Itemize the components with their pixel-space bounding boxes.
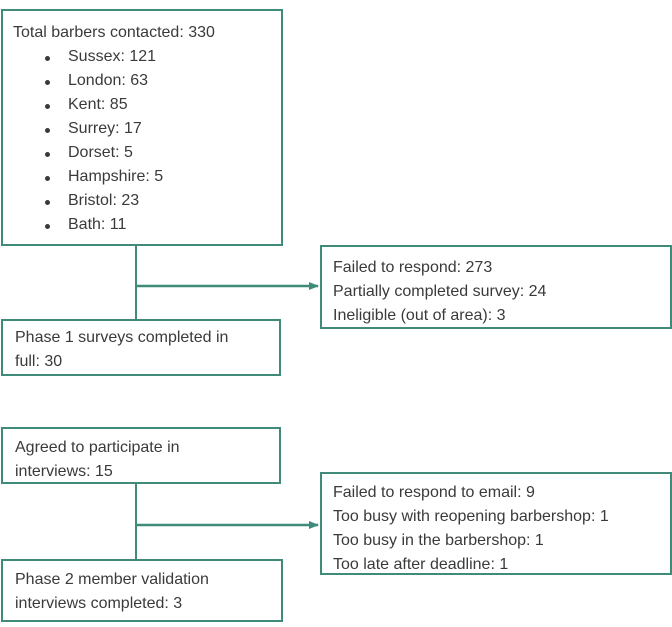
region-item-bath: Bath: 11 [13, 213, 271, 237]
phase2-busy-reopening: Too busy with reopening barbershop: 1 [333, 508, 609, 525]
region-item-hampshire: Hampshire: 5 [13, 165, 271, 189]
region-item-kent: Kent: 85 [13, 93, 271, 117]
phase1-excluded-box: Failed to respond: 273 Partially complet… [320, 245, 672, 329]
phase1-completed-line2: full: 30 [15, 353, 63, 370]
phase2-excluded-box: Failed to respond to email: 9 Too busy w… [320, 472, 672, 575]
region-item-london: London: 63 [13, 69, 271, 93]
region-item-dorset: Dorset: 5 [13, 141, 271, 165]
total-barbers-box: Total barbers contacted: 330 Sussex: 121… [1, 9, 283, 246]
phase1-completed-box: Phase 1 surveys completed in full: 30 [1, 319, 281, 376]
agreed-participate-box: Agreed to participate in interviews: 15 [1, 427, 281, 484]
agreed-line1: Agreed to participate in [15, 439, 180, 456]
phase2-completed-line1: Phase 2 member validation [15, 571, 209, 588]
region-item-surrey: Surrey: 17 [13, 117, 271, 141]
phase2-completed-box: Phase 2 member validation interviews com… [1, 559, 283, 622]
region-item-bristol: Bristol: 23 [13, 189, 271, 213]
phase1-ineligible: Ineligible (out of area): 3 [333, 307, 506, 324]
phase2-completed-line2: interviews completed: 3 [15, 595, 183, 612]
phase2-too-late: Too late after deadline: 1 [333, 556, 509, 573]
region-item-sussex: Sussex: 121 [13, 45, 271, 69]
phase1-completed-line1: Phase 1 surveys completed in [15, 329, 229, 346]
phase2-busy-barbershop: Too busy in the barbershop: 1 [333, 532, 544, 549]
phase1-partially-completed: Partially completed survey: 24 [333, 283, 547, 300]
phase1-failed-to-respond: Failed to respond: 273 [333, 259, 493, 276]
agreed-line2: interviews: 15 [15, 463, 113, 480]
phase2-failed-email: Failed to respond to email: 9 [333, 484, 535, 501]
total-barbers-heading: Total barbers contacted: 330 [13, 24, 215, 41]
region-list: Sussex: 121 London: 63 Kent: 85 Surrey: … [13, 45, 271, 237]
